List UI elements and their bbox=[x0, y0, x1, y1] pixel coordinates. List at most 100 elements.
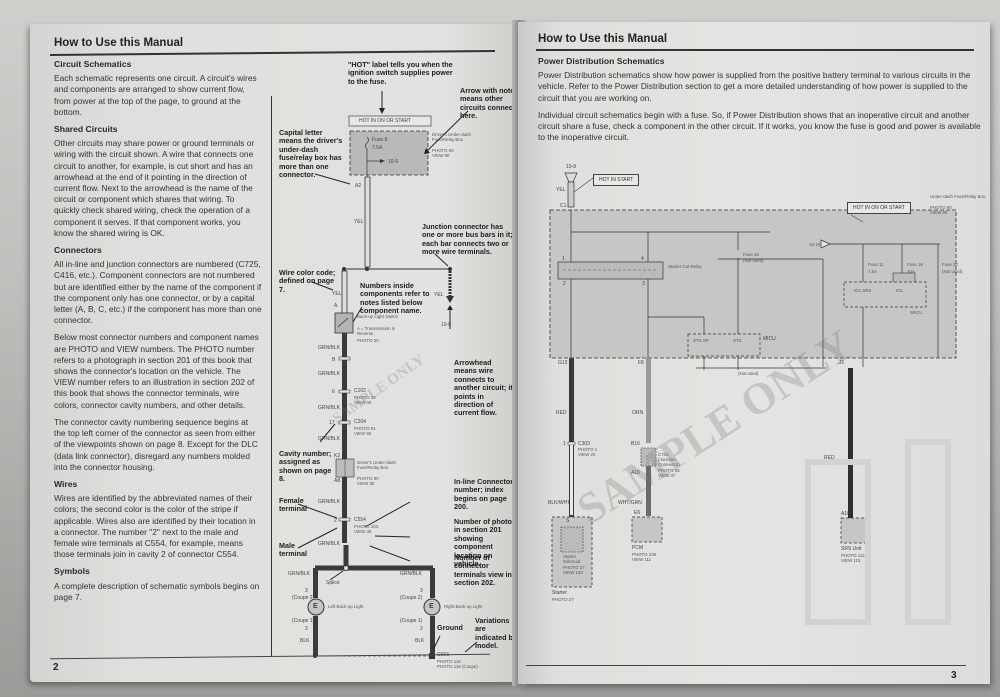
fuse-box2-name: Driver's Under-dash Fuse/Relay Box bbox=[357, 460, 396, 471]
starter-cut-relay-label: Starter Cut Relay bbox=[668, 264, 702, 269]
schematic-diagram bbox=[297, 91, 478, 659]
relay-pin-4: 4 bbox=[641, 256, 644, 262]
micu-pin-sts-sp: STS SP bbox=[693, 338, 709, 343]
callout-cavity: Cavity number; assigned as shown on page… bbox=[279, 449, 332, 484]
fuse-22-label: Fuse 22 bbox=[942, 262, 958, 267]
wire-grn-blk: GRN/BLK bbox=[318, 345, 340, 351]
coupe-2-left: (Coupe 2) bbox=[292, 595, 315, 601]
wire-red: RED bbox=[556, 410, 567, 416]
c102-photo: PHOTO 34 bbox=[354, 395, 376, 400]
relay-pin-3: 3 bbox=[642, 281, 645, 287]
fuse-box-name: Under-dash Fuse/Relay Box bbox=[930, 194, 986, 199]
wire-grn-blk: GRN/BLK bbox=[318, 436, 340, 442]
starter-solenoid-view: VIEW 130 bbox=[563, 570, 583, 575]
page-header: How to Use this Manual bbox=[538, 33, 668, 45]
page-header: How to Use this Manual bbox=[54, 37, 184, 49]
connector-k2: K2 bbox=[334, 453, 341, 459]
left-light-label: Left Back-up Light bbox=[328, 604, 364, 609]
relay-pin-1: 1 bbox=[562, 256, 565, 262]
connector-a16: A16 bbox=[631, 470, 640, 476]
not-used-label: (Not used) bbox=[738, 371, 759, 376]
callout-arrowhead: Arrowhead means wire connects to another… bbox=[454, 358, 513, 418]
fuse-box-view: VIEW 90 bbox=[930, 210, 948, 215]
hot-box-label: HOT IN ON OR START bbox=[359, 118, 411, 124]
paragraph: Other circuits may share power or ground… bbox=[54, 138, 255, 238]
paragraph: Power Distribution schematics show how p… bbox=[538, 70, 971, 103]
wire-yel: YEL bbox=[434, 292, 444, 298]
wire-yel: YEL bbox=[354, 219, 364, 225]
coupe-1-left: (Coupe 1) bbox=[292, 618, 315, 624]
c303-view: VIEW 20 bbox=[578, 452, 596, 457]
callout-photo-number: Number of photo in section 201 showing c… bbox=[454, 517, 512, 569]
coupe-2-right: (Coupe 2) bbox=[400, 595, 423, 601]
srs-unit-label: SRS Unit bbox=[841, 546, 862, 552]
pcm-photo: PHOTO 106 bbox=[632, 552, 657, 557]
starter-photo: PHOTO 27 bbox=[552, 597, 574, 602]
c701-photo: PHOTO 35 bbox=[658, 468, 680, 473]
c554-view: VIEW 30 bbox=[354, 529, 372, 534]
callout-hot-label: "HOT" label tells you when the ignition … bbox=[348, 60, 453, 86]
left-body-text: Circuit Schematics Each schematic repres… bbox=[54, 56, 262, 609]
wire-grn-blk: GRN/BLK bbox=[318, 405, 340, 411]
srs-view: VIEW 115 bbox=[841, 558, 861, 563]
power-distribution-diagram bbox=[549, 172, 957, 625]
page-number: 2 bbox=[53, 662, 59, 673]
cavity-17: 17 bbox=[329, 420, 335, 426]
switch-note: A = Transmission in Reverse bbox=[357, 326, 396, 337]
section-heading: Connectors bbox=[54, 245, 102, 256]
lamp-icon: E bbox=[429, 603, 434, 610]
cavity-3-left: 3 bbox=[305, 588, 308, 594]
srs-photo: PHOTO 112 bbox=[841, 553, 865, 558]
cavity-6: 6 bbox=[332, 389, 335, 395]
fuse-11-label: Fuse 11 bbox=[868, 262, 884, 267]
splice-label: Splice bbox=[326, 580, 340, 586]
fuse-box2-photo: PHOTO 90 bbox=[357, 476, 379, 481]
cavity-3-right: 3 bbox=[420, 588, 423, 594]
ref-10-8: 10-8 bbox=[566, 164, 577, 170]
page-number: 3 bbox=[951, 670, 957, 681]
relay-pin-2: 2 bbox=[563, 281, 566, 287]
ref-10-10: 10-10 bbox=[809, 242, 821, 247]
arrow-10-8: 10-8 bbox=[441, 322, 452, 328]
starter-solenoid-photo: PHOTO 27 bbox=[563, 565, 585, 570]
arrow-to-label: 10-9 bbox=[388, 159, 399, 165]
pcm-label: PCM bbox=[632, 545, 644, 551]
fuse-box-name: Driver's Under-dash Fuse/Relay Box bbox=[432, 132, 471, 143]
header-rule bbox=[536, 49, 974, 51]
wire-wht-grn: WHT/GRN bbox=[618, 500, 642, 506]
fuse-box-photo: PHOTO 90 bbox=[930, 205, 952, 210]
connector-a8: A8 bbox=[334, 478, 341, 484]
callout-junction: Junction connector has one or more bus b… bbox=[422, 222, 513, 257]
switch-photo: PHOTO 20 bbox=[357, 338, 379, 343]
wire-grn-blk: GRN/BLK bbox=[318, 499, 340, 505]
callout-wire-color: Wire color code; defined on page 7. bbox=[279, 268, 336, 294]
connector-f8: F8 bbox=[638, 360, 644, 366]
srcu-pin-ig1: IG1 bbox=[896, 288, 904, 293]
section-heading: Circuit Schematics bbox=[54, 59, 132, 69]
wire-red-right: RED bbox=[824, 455, 835, 461]
section-heading: Wires bbox=[54, 478, 78, 489]
c102-view: VIEW 40 bbox=[354, 400, 372, 405]
column-divider bbox=[271, 96, 272, 656]
connector-g13: G13 bbox=[558, 360, 568, 366]
wire-grn-blk: GRN/BLK bbox=[318, 541, 340, 547]
callout-inline-connector: In-line Connector number; index begins o… bbox=[454, 477, 514, 512]
pcm-view: VIEW 111 bbox=[632, 557, 652, 562]
fuse-11-amp: 7.5A bbox=[868, 269, 878, 274]
fuse-box-photo: PHOTO 90 bbox=[432, 148, 454, 153]
fuse-18-label: Fuse 18 bbox=[907, 262, 923, 267]
connector-b: B bbox=[332, 357, 336, 363]
connector-c102: C102 bbox=[354, 388, 366, 394]
fuse-label: Fuse 9 bbox=[372, 137, 388, 143]
fuse-box-view: VIEW 90 bbox=[432, 153, 450, 158]
c204-photo: PHOTO 91 bbox=[354, 426, 376, 431]
coupe-1-right: (Coupe 1) bbox=[400, 618, 423, 624]
starter-label: Starter bbox=[552, 590, 568, 596]
wire-blk: BLK bbox=[415, 638, 425, 644]
connector-c303: C303 bbox=[578, 441, 590, 447]
starter-solenoid-label: Starter Solenoid bbox=[563, 554, 581, 565]
lamp-icon: E bbox=[313, 603, 318, 610]
footer-rule bbox=[526, 665, 966, 666]
callout-numbers-inside: Numbers inside components refer to notes… bbox=[360, 281, 430, 316]
fuse-33-label: Fuse 33 bbox=[743, 252, 759, 257]
